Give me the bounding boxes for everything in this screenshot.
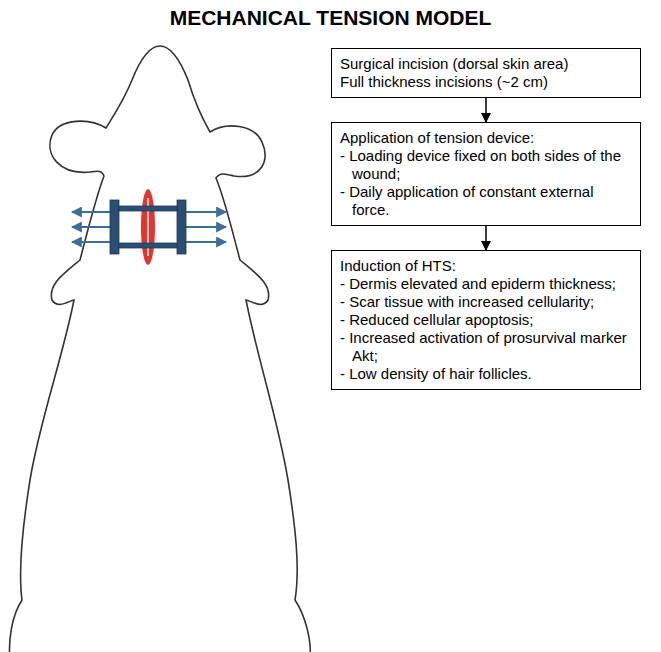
box-text: - Dermis elevated and epiderm thickness; bbox=[340, 275, 632, 293]
mouse-outline bbox=[10, 46, 311, 652]
box-text: - Reduced cellular apoptosis; bbox=[340, 311, 632, 329]
box-text: Full thickness incisions (~2 cm) bbox=[340, 73, 632, 91]
tension-device bbox=[110, 200, 186, 254]
incision bbox=[141, 189, 155, 265]
box-heading: Surgical incision (dorsal skin area) bbox=[340, 55, 632, 73]
process-box: Induction of HTS:- Dermis elevated and e… bbox=[331, 250, 641, 390]
box-text: - Low density of hair follicles. bbox=[340, 365, 632, 383]
flow-arrow bbox=[485, 226, 487, 250]
flow-arrow bbox=[485, 98, 487, 122]
box-text: - Daily application of constant external… bbox=[340, 183, 632, 219]
process-box: Surgical incision (dorsal skin area)Full… bbox=[331, 48, 641, 98]
diagram-title: MECHANICAL TENSION MODEL bbox=[0, 6, 661, 30]
box-text: - Loading device fixed on both sides of … bbox=[340, 147, 632, 183]
box-text: - Increased activation of prosurvival ma… bbox=[340, 329, 632, 365]
box-heading: Induction of HTS: bbox=[340, 257, 632, 275]
box-heading: Application of tension device: bbox=[340, 129, 632, 147]
process-box: Application of tension device:- Loading … bbox=[331, 122, 641, 226]
box-text: - Scar tissue with increased cellularity… bbox=[340, 293, 632, 311]
